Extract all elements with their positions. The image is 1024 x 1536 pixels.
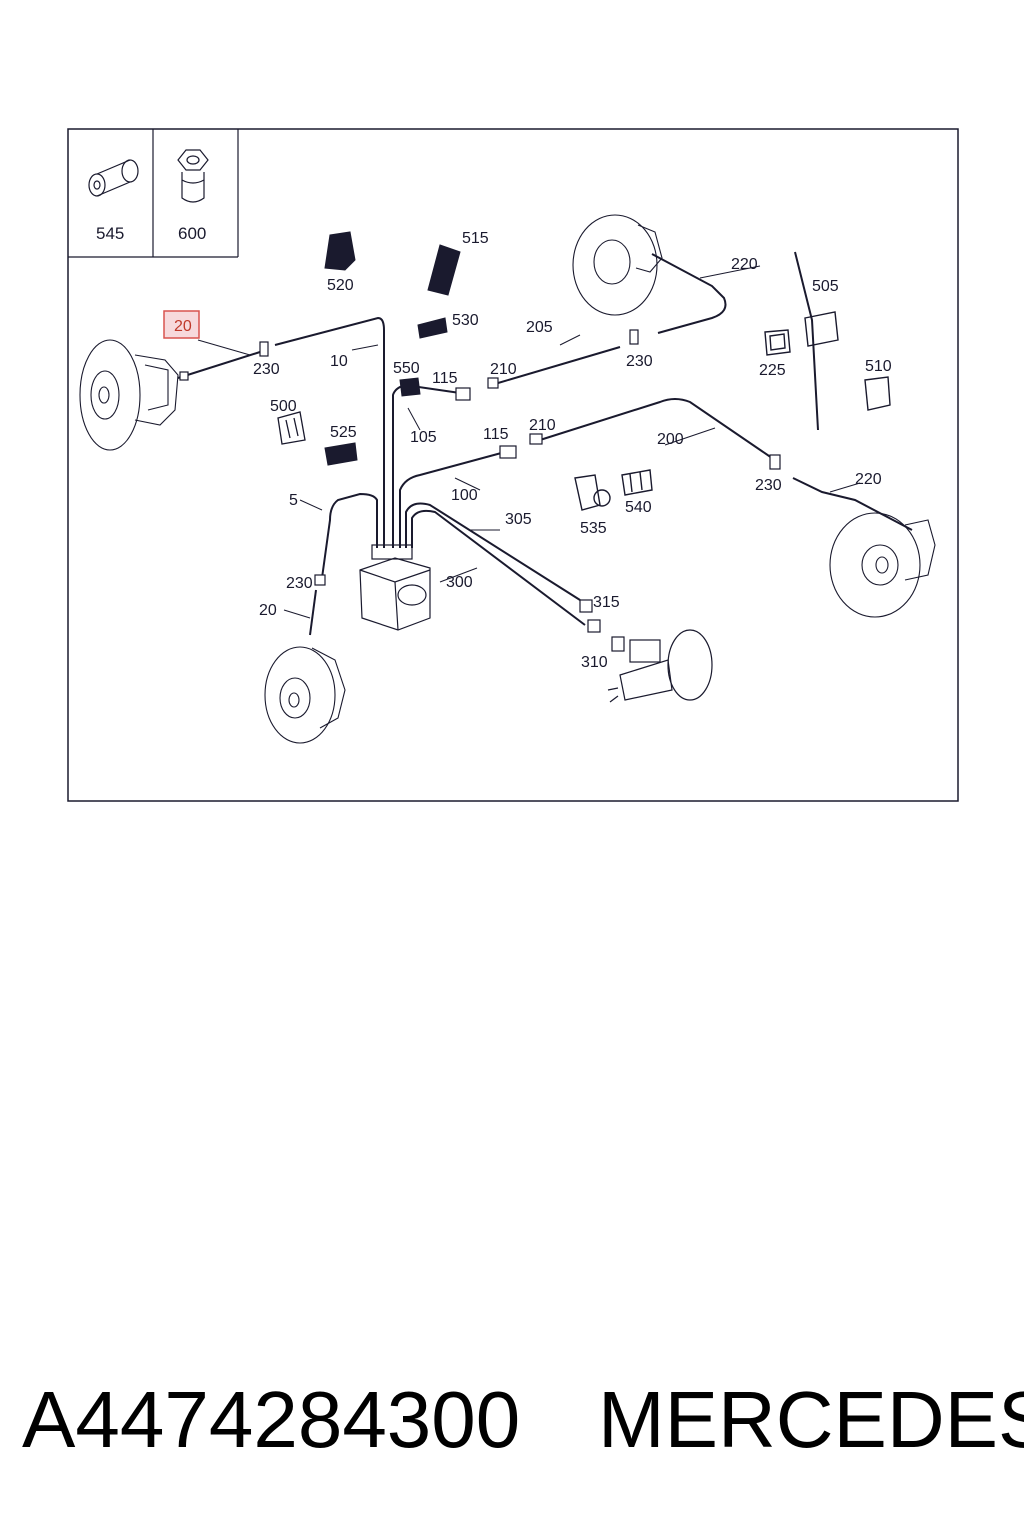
- callout-10[interactable]: 10: [330, 353, 348, 370]
- clip-505-icon: [804, 311, 839, 347]
- inset-label-600: 600: [178, 224, 206, 243]
- fittings: [179, 329, 781, 652]
- bracket-225-icon: [764, 329, 791, 356]
- abs-hydraulic-unit-icon: [359, 544, 431, 631]
- callout-5[interactable]: 5: [289, 492, 298, 509]
- callout-225[interactable]: 225: [759, 362, 786, 379]
- callout-315[interactable]: 315: [593, 594, 620, 611]
- callout-540[interactable]: 540: [625, 499, 652, 516]
- callout-115[interactable]: 115: [483, 426, 509, 443]
- union-nut-icon: [177, 149, 209, 203]
- clip-535-icon: [574, 474, 611, 511]
- callout-300[interactable]: 300: [446, 574, 473, 591]
- clip-525-icon: [324, 442, 358, 466]
- callout-530[interactable]: 530: [452, 312, 479, 329]
- callout-230[interactable]: 230: [253, 361, 280, 378]
- part-number: A4474284300: [22, 1375, 521, 1464]
- callout-100[interactable]: 100: [451, 487, 478, 504]
- callout-535[interactable]: 535: [580, 520, 607, 537]
- rear-left-brake-disc-icon: [264, 646, 346, 744]
- callout-505[interactable]: 505: [812, 278, 839, 295]
- callout-210[interactable]: 210: [529, 417, 556, 434]
- callout-220[interactable]: 220: [855, 471, 882, 488]
- diagram-frame: [67, 128, 959, 802]
- callout-115[interactable]: 115: [432, 370, 458, 387]
- callout-520[interactable]: 520: [327, 277, 354, 294]
- callout-305[interactable]: 305: [505, 511, 532, 528]
- callout-230[interactable]: 230: [286, 575, 313, 592]
- callout-220[interactable]: 220: [731, 256, 758, 273]
- inset-label-545: 545: [96, 224, 124, 243]
- callout-labels: 230 10 520 515 530 550 115 105 210 205 2…: [253, 230, 892, 671]
- bracket-510-icon: [864, 376, 891, 411]
- clip-530-icon: [417, 317, 448, 339]
- callout-310[interactable]: 310: [581, 654, 608, 671]
- footer: A4474284300 MERCEDES: [0, 1370, 1024, 1470]
- clip-550-icon: [399, 377, 421, 397]
- callout-20[interactable]: 20: [259, 602, 277, 619]
- callout-105[interactable]: 105: [410, 429, 437, 446]
- callout-230[interactable]: 230: [626, 353, 653, 370]
- callout-230[interactable]: 230: [755, 477, 782, 494]
- front-left-brake-disc-icon: [79, 339, 179, 451]
- front-right-brake-disc-icon: [572, 214, 663, 316]
- sleeve-icon: [88, 159, 139, 197]
- clip-515-icon: [427, 244, 461, 296]
- brake-lines-exploded-diagram: 545 600: [67, 128, 959, 802]
- highlighted-callout-box: [163, 310, 200, 339]
- brand-name: MERCEDES: [598, 1375, 1024, 1464]
- callout-510[interactable]: 510: [865, 358, 892, 375]
- callout-200[interactable]: 200: [657, 431, 684, 448]
- callout-210[interactable]: 210: [490, 361, 517, 378]
- callout-500[interactable]: 500: [270, 398, 297, 415]
- callout-205[interactable]: 205: [526, 319, 553, 336]
- rear-right-brake-disc-icon: [829, 512, 936, 618]
- leader-lines: [197, 265, 861, 619]
- callout-515[interactable]: 515: [462, 230, 489, 247]
- callout-550[interactable]: 550: [393, 360, 420, 377]
- clip-540-icon: [621, 469, 653, 496]
- callout-20-highlighted[interactable]: 20: [174, 318, 192, 335]
- callout-525[interactable]: 525: [330, 424, 357, 441]
- brake-lines: [177, 251, 913, 636]
- brake-master-cylinder-icon: [607, 629, 713, 703]
- inset-boxes: [68, 129, 239, 258]
- clip-500-icon: [277, 411, 306, 445]
- clip-520-icon: [324, 231, 356, 271]
